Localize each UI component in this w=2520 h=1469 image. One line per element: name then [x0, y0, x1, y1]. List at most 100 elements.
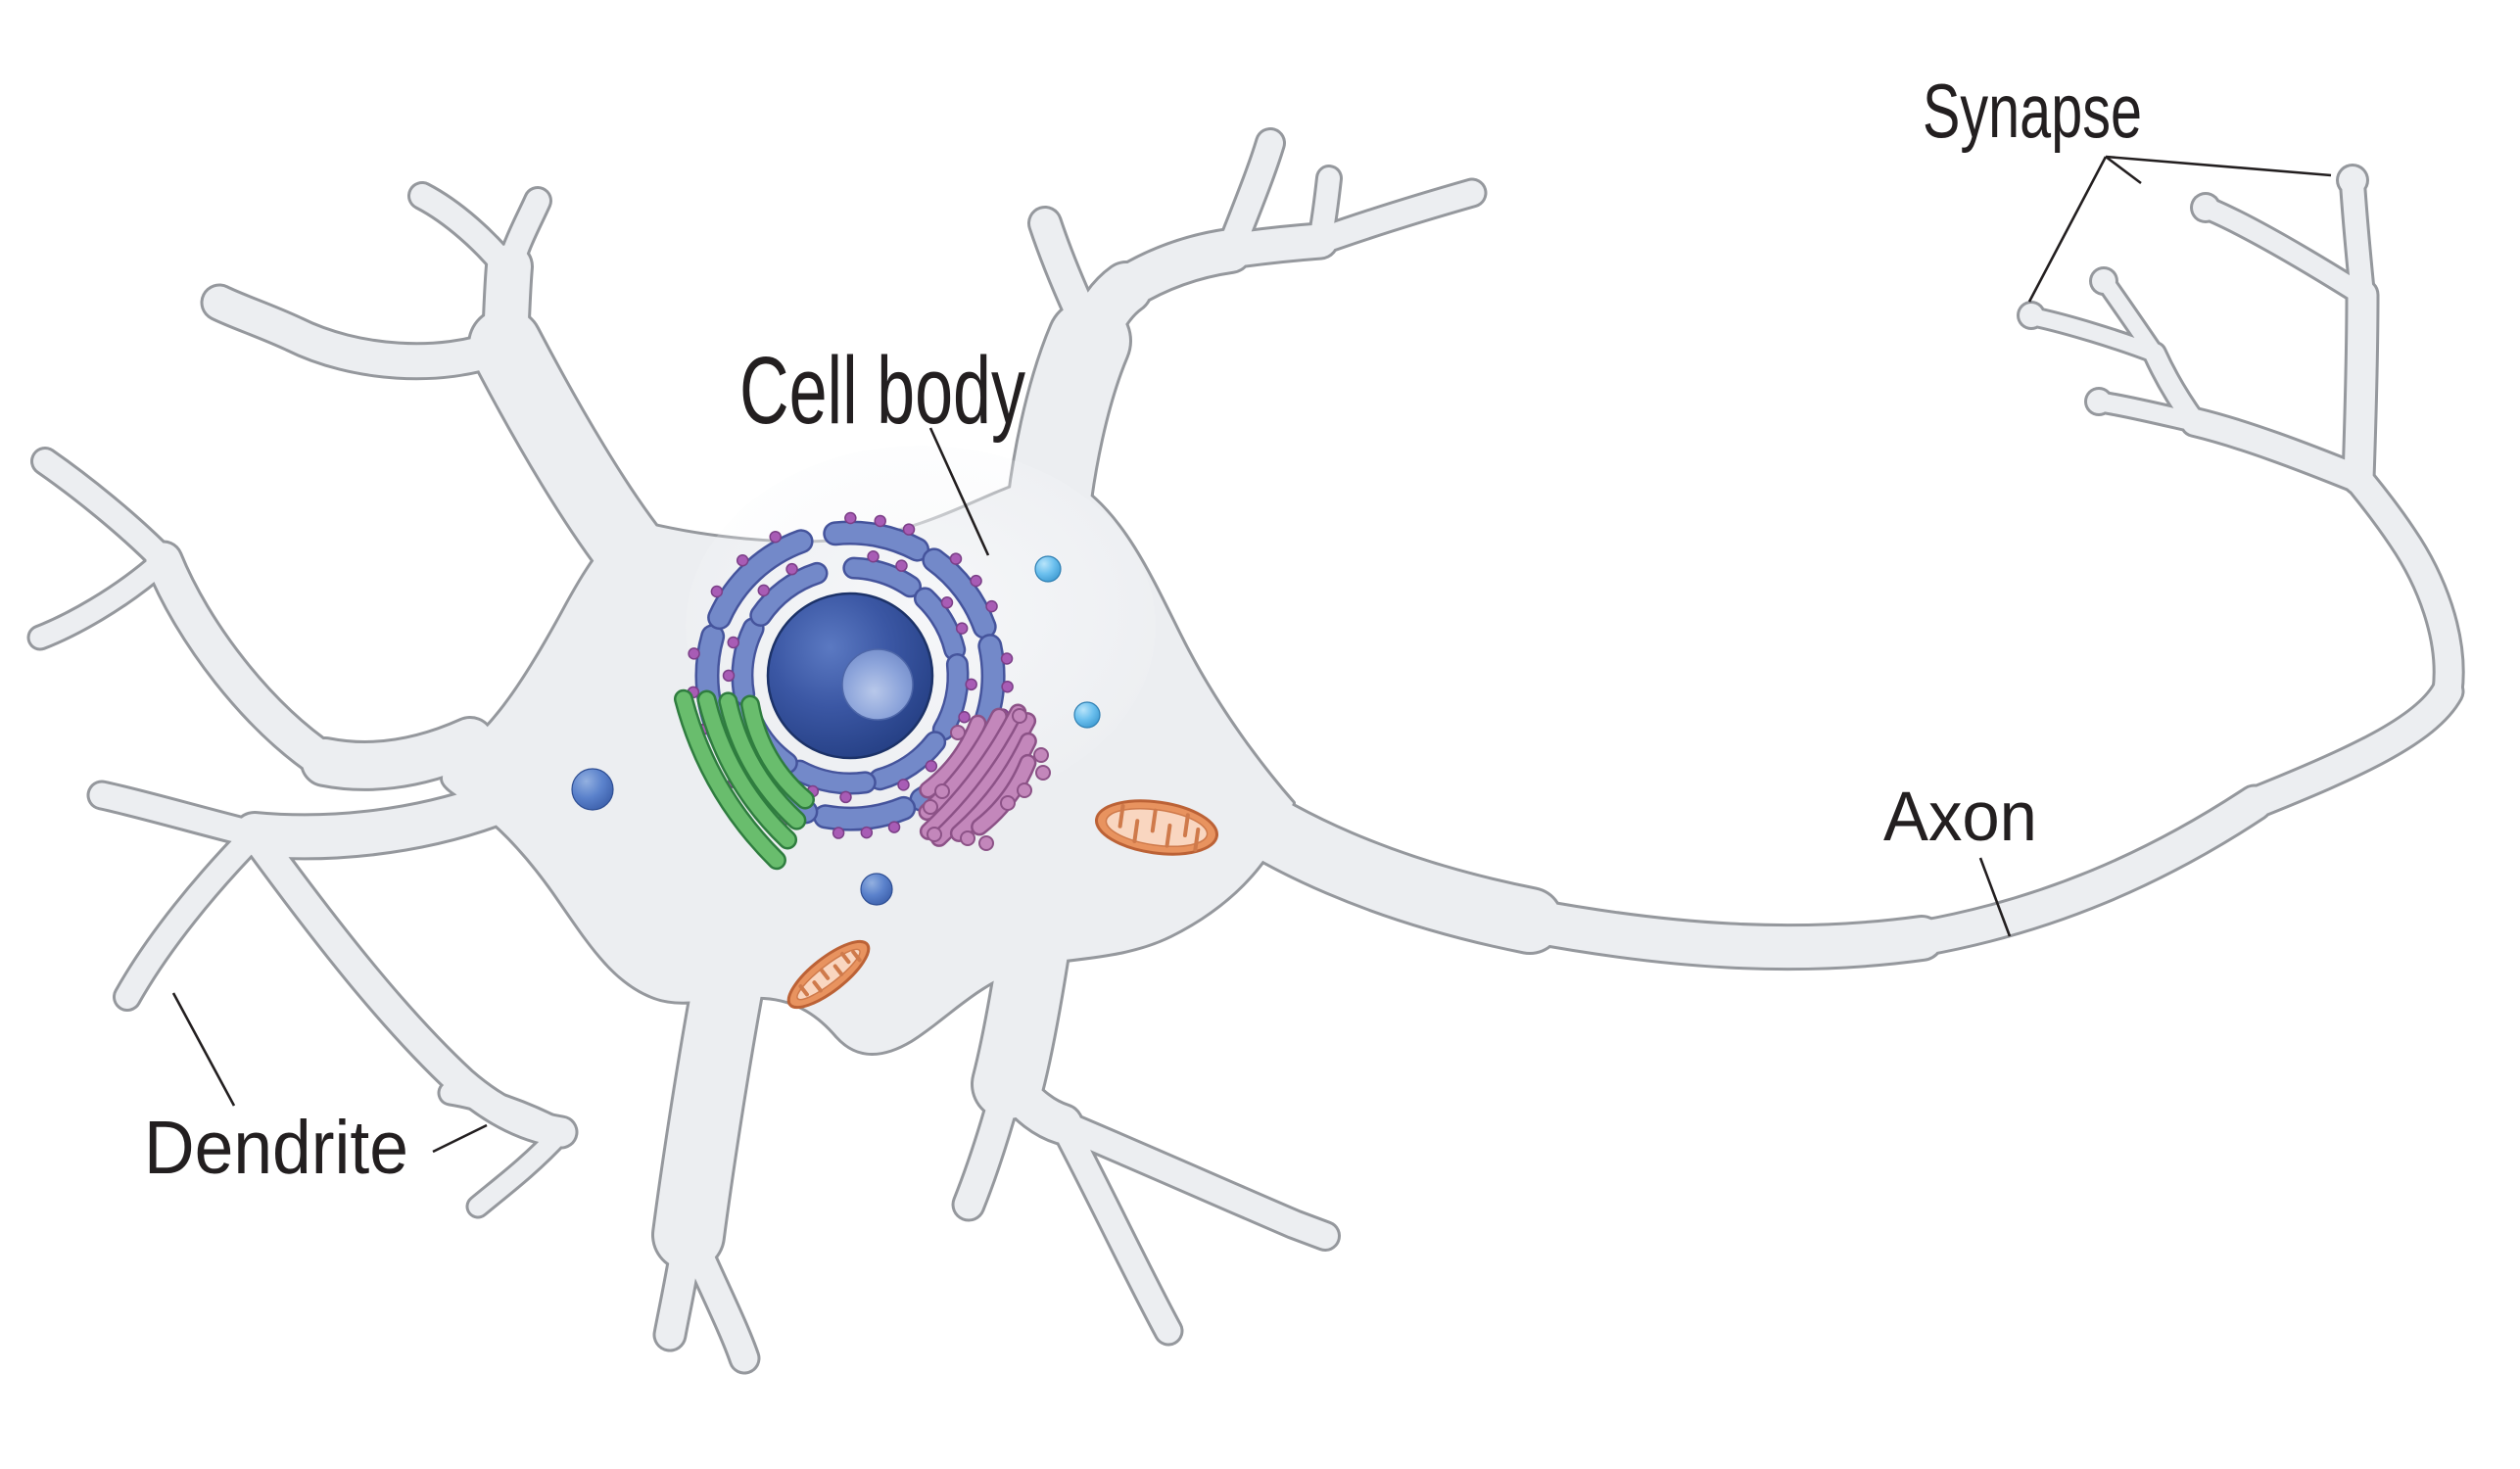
golgi-ribbon [952, 734, 1035, 840]
synaptic-bouton [2092, 269, 2116, 293]
ribosome-dot [887, 821, 901, 833]
golgi-ribbon-vesicle [1002, 797, 1014, 809]
synapse-terminal-branch [2201, 200, 2372, 305]
synapse-terminal-branch [2028, 309, 2163, 361]
crista-fold [1117, 803, 1125, 829]
ribosome-dot [722, 669, 736, 683]
golgi-ribbon-vesicle [936, 785, 948, 797]
synaptic-bouton [2193, 195, 2218, 220]
leader-line-synapse [2027, 156, 2108, 303]
ribosome-dot [688, 647, 700, 660]
er-segment [709, 531, 812, 628]
ribosome-dot [1001, 680, 1014, 693]
ribosome-dot [902, 523, 916, 536]
dendrite-branch [654, 957, 761, 1269]
crista-fold [1182, 813, 1190, 838]
dendrite-branch [116, 826, 263, 1009]
smooth-er-band [699, 692, 795, 847]
er-segment [751, 564, 827, 625]
dendrite-branch [974, 912, 1069, 1118]
axon-segment [1905, 786, 2271, 955]
crista-fold [832, 964, 844, 976]
synaptic-bouton [2339, 166, 2366, 194]
crista-fold [1165, 823, 1172, 848]
label-synapse: Synapse [1923, 68, 2142, 154]
golgi-ribbon-vesicle [1014, 710, 1025, 722]
leader-line-cell-body [928, 427, 990, 556]
ribosome-dot [965, 678, 977, 691]
bright-vesicle [1073, 701, 1101, 729]
er-segment [734, 619, 763, 704]
golgi-ribbon-vesicle [1035, 749, 1047, 761]
bright-vesicle [1034, 555, 1062, 583]
crista-fold [798, 984, 809, 997]
labels: Synapse Cell body Axon Dendrite [144, 68, 2142, 1190]
leader-line-axon [1978, 857, 2012, 937]
dendrite-branch [470, 309, 670, 592]
ribosome-dot [958, 710, 971, 724]
leader-line-dendrite [171, 992, 236, 1107]
ribosome-dot [955, 622, 969, 635]
dendrite-branch [203, 286, 518, 378]
ribosome-dot [970, 574, 982, 588]
synapse-terminal-branch [2182, 409, 2371, 492]
smooth-er-band [676, 691, 785, 868]
er-segment [844, 559, 920, 595]
golgi-ribbon-vesicle [925, 801, 936, 813]
ribosome-dot [710, 585, 724, 598]
leader-line-dendrite [432, 1123, 488, 1154]
leader-line-synapse [2105, 155, 2142, 185]
crista-fold [1193, 828, 1201, 852]
dendrite-branch [440, 1082, 572, 1143]
ribosome-dot [874, 514, 886, 528]
golgi-ribbon-vesicle [980, 837, 992, 849]
dendrite-branch [234, 784, 512, 858]
synaptic-bouton [2020, 304, 2043, 327]
dendrite-branch [1106, 230, 1251, 308]
crista-fold [819, 968, 831, 980]
ribosome-dot [769, 530, 782, 544]
synaptic-bouton [2087, 390, 2111, 413]
smooth-er-band [742, 697, 813, 807]
er-segment [790, 762, 875, 792]
er-segment [934, 655, 967, 738]
dendrite-branch [1030, 209, 1106, 350]
ribosome-dot [985, 599, 998, 613]
ribosome-dot [757, 584, 771, 597]
er-segment [975, 636, 1003, 734]
ribosome-dot [839, 790, 852, 804]
golgi-ribbon [932, 714, 1034, 845]
dendrite-branch [33, 450, 175, 572]
dendrite-branch [1050, 1112, 1338, 1249]
dendrite-branch [677, 1221, 758, 1372]
golgi-ribbon [921, 717, 984, 796]
golgi-ribbon-vesicle [962, 832, 974, 844]
axon-segment [2240, 677, 2462, 818]
leader-lines [171, 155, 2332, 1154]
golgi-ribbon [922, 705, 1024, 838]
ribosome-dot [832, 827, 845, 839]
ribosome-dot [867, 550, 880, 563]
axon-segment [1156, 740, 1561, 952]
mitochondrion-matrix [1105, 808, 1209, 847]
ribosome-dot [895, 559, 908, 572]
vesicles [571, 555, 1101, 906]
synapse-terminal-branch [2344, 280, 2377, 494]
golgi-ribbon-vesicle [928, 829, 940, 840]
axon-segment [2345, 465, 2462, 705]
mitochondria [786, 799, 1219, 1010]
golgi-apparatus [918, 703, 1051, 851]
label-dendrite: Dendrite [144, 1106, 408, 1190]
label-cell-body: Cell body [739, 337, 1025, 444]
ribosome-dot [785, 562, 798, 576]
crista-fold [839, 951, 851, 965]
er-segment [815, 798, 914, 829]
ribosome-dot [897, 779, 910, 791]
dendrite-branch [146, 543, 343, 780]
er-segment [871, 733, 944, 788]
dendrite-branch [468, 1124, 569, 1216]
crista-fold [851, 950, 862, 963]
ribosome-dot [727, 636, 740, 649]
dendrite-branch [303, 719, 493, 788]
